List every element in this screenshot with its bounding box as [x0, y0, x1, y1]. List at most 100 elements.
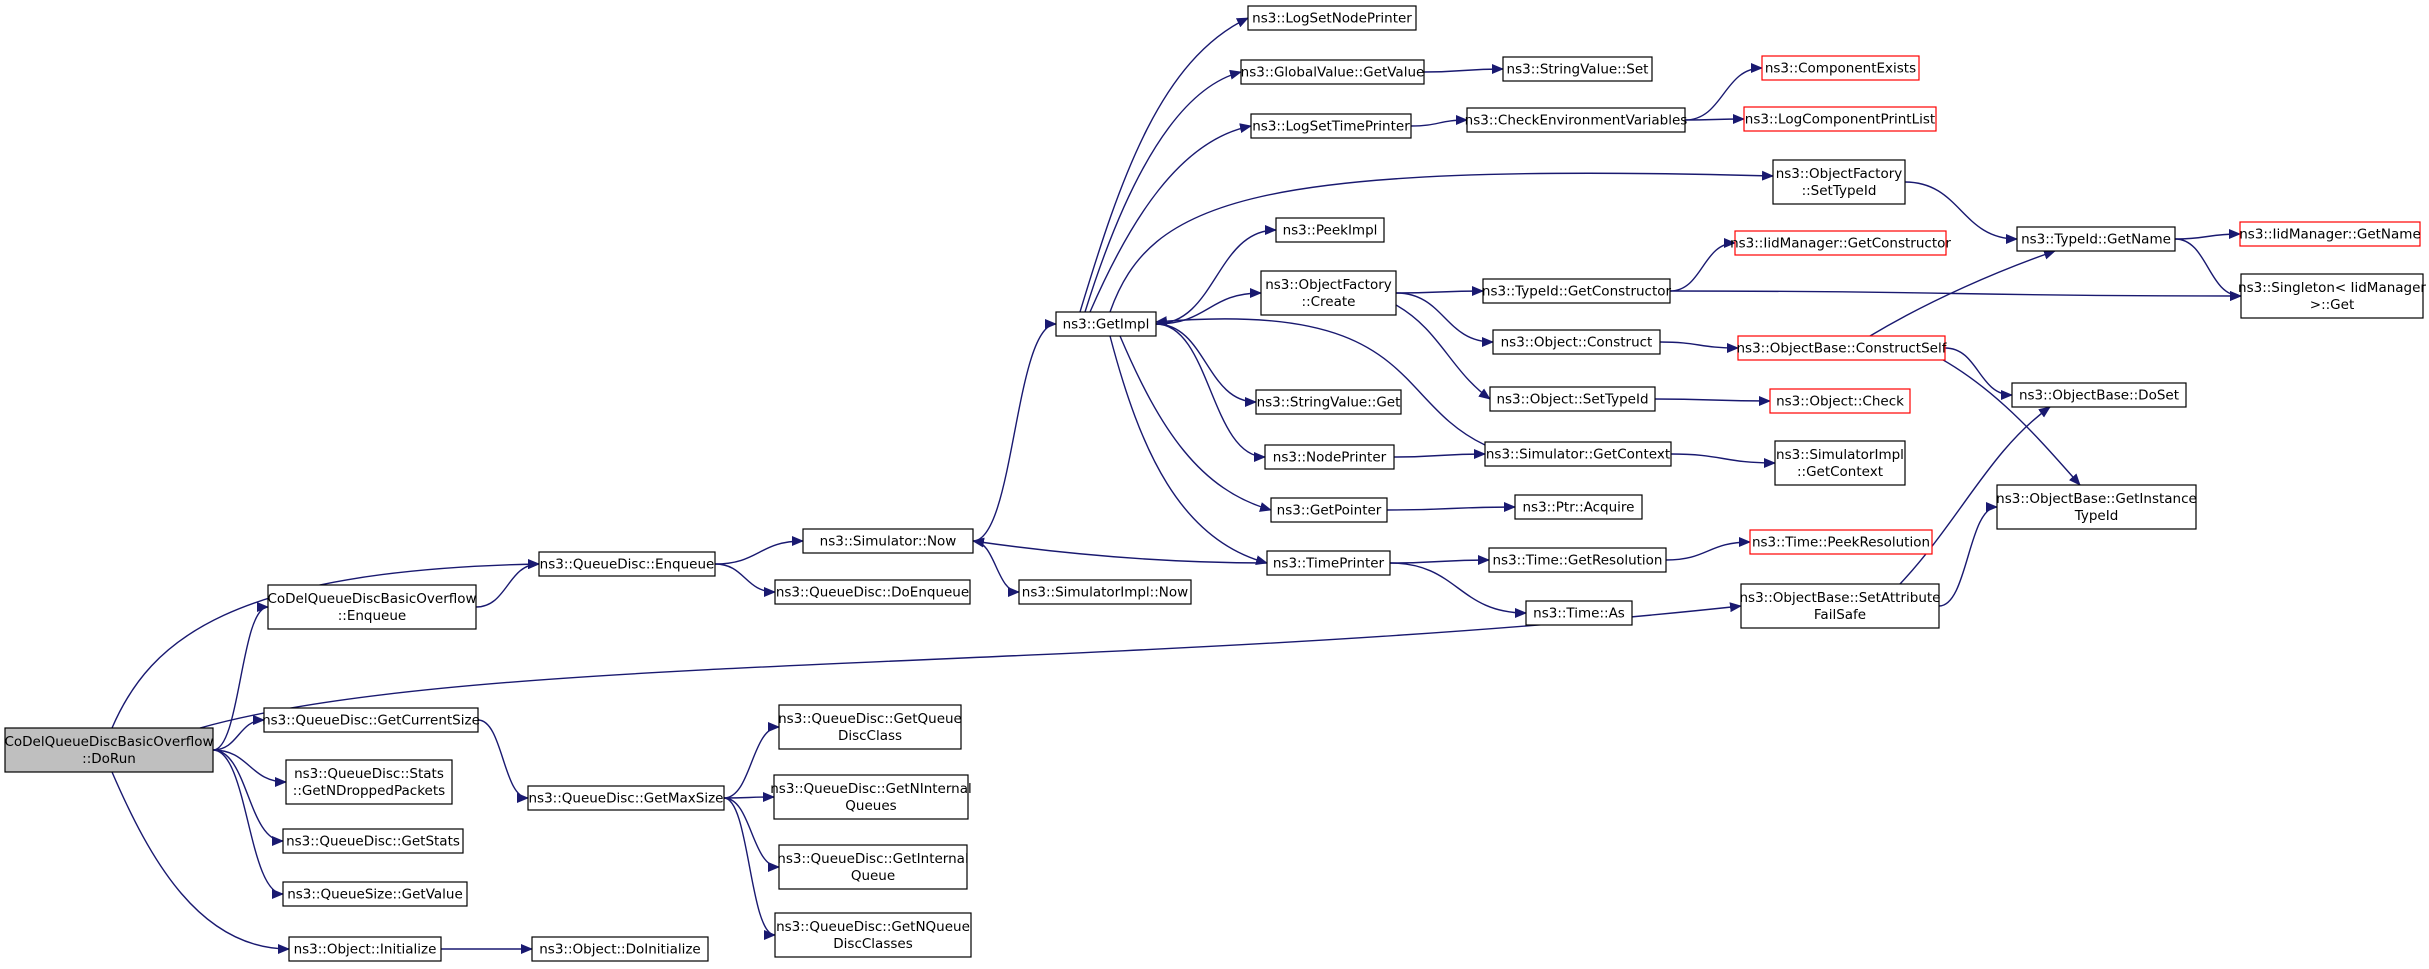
node-label: ns3::GetImpl [1063, 317, 1150, 333]
node-box [2011, 382, 2187, 408]
node-label: ns3::Ptr::Acquire [1523, 500, 1635, 516]
node-box [1525, 600, 1633, 626]
node-node-printer[interactable]: ns3::NodePrinter [1264, 444, 1395, 470]
node-box [288, 936, 442, 962]
edge-get-impl-to-string-value-get [1155, 323, 1257, 407]
node-label: ns3::QueueDisc::Stats [294, 766, 444, 782]
node-get-max-size[interactable]: ns3::QueueDisc::GetMaxSize [527, 785, 725, 811]
node-log-set-time-printer[interactable]: ns3::LogSetTimePrinter [1250, 113, 1412, 139]
edge-time-getresolution-to-time-peekresolution [1665, 537, 1751, 561]
edge-time-printer-to-time-as [1389, 562, 1527, 618]
call-edges [111, 17, 2242, 954]
node-box [4, 727, 214, 773]
edge-get-current-size-to-get-max-size [477, 719, 529, 803]
node-box [1055, 311, 1157, 337]
node-root[interactable]: CoDelQueueDiscBasicOverflow::DoRun [4, 727, 214, 773]
node-queuesize-getvalue[interactable]: ns3::QueueSize::GetValue [282, 881, 468, 907]
node-global-value-get[interactable]: ns3::GlobalValue::GetValue [1240, 59, 1425, 85]
node-box [538, 551, 716, 577]
node-typeid-getname[interactable]: ns3::TypeId::GetName [2016, 226, 2176, 252]
node-box [1270, 497, 1388, 523]
node-time-getresolution[interactable]: ns3::Time::GetResolution [1488, 547, 1667, 573]
node-label: ns3::TypeId::GetConstructor [1482, 284, 1672, 300]
node-label: ns3::ComponentExists [1765, 61, 1916, 77]
node-label: ns3::ObjectBase::SetAttribute [1740, 590, 1941, 606]
node-label: ns3::SimulatorImpl::Now [1022, 585, 1188, 601]
node-box [2239, 221, 2421, 247]
node-objectbase-doset[interactable]: ns3::ObjectBase::DoSet [2011, 382, 2187, 408]
node-label: ns3::CheckEnvironmentVariables [1465, 113, 1688, 129]
node-box [2240, 273, 2424, 319]
node-objectbase-constructself[interactable]: ns3::ObjectBase::ConstructSelf [1737, 335, 1948, 361]
node-simulatorimpl-getcontext[interactable]: ns3::SimulatorImpl::GetContext [1774, 440, 1906, 486]
node-box [285, 759, 453, 805]
node-label: ns3::Object::Check [1776, 394, 1904, 410]
node-box [1260, 270, 1397, 316]
edge-root-to-objectbase-setattributefailsafe [199, 602, 1742, 729]
node-box [1492, 329, 1661, 355]
node-get-current-size[interactable]: ns3::QueueDisc::GetCurrentSize [262, 707, 480, 733]
node-do-enqueue[interactable]: ns3::QueueDisc::DoEnqueue [774, 579, 971, 605]
node-object-doinitialize[interactable]: ns3::Object::DoInitialize [531, 936, 709, 962]
node-component-exists[interactable]: ns3::ComponentExists [1761, 55, 1920, 81]
node-string-value-set[interactable]: ns3::StringValue::Set [1502, 56, 1653, 82]
node-iidmanager-getname[interactable]: ns3::IidManager::GetName [2239, 221, 2421, 247]
node-label: ns3::Time::PeekResolution [1752, 535, 1930, 551]
node-object-factory-settypeid[interactable]: ns3::ObjectFactory::SetTypeId [1772, 159, 1906, 205]
node-log-set-node-printer[interactable]: ns3::LogSetNodePrinter [1247, 5, 1417, 31]
node-object-initialize[interactable]: ns3::Object::Initialize [288, 936, 442, 962]
edge-time-printer-to-simulator-now [972, 537, 1268, 564]
node-log-component-print-list[interactable]: ns3::LogComponentPrintList [1743, 106, 1937, 132]
node-label: ns3::LogSetNodePrinter [1252, 11, 1412, 27]
node-box [1740, 583, 1940, 629]
node-time-as[interactable]: ns3::Time::As [1525, 600, 1633, 626]
node-overflow-enqueue[interactable]: CoDelQueueDiscBasicOverflow::Enqueue [267, 584, 477, 630]
node-iidmanager-getconstructor[interactable]: ns3::IidManager::GetConstructor [1730, 230, 1951, 256]
node-peek-impl[interactable]: ns3::PeekImpl [1275, 217, 1385, 243]
node-get-impl[interactable]: ns3::GetImpl [1055, 311, 1157, 337]
node-stats-dropped[interactable]: ns3::QueueDisc::Stats::GetNDroppedPacket… [285, 759, 453, 805]
node-box [282, 881, 468, 907]
edge-typeid-getname-to-singleton-get [2174, 238, 2242, 301]
node-get-stats[interactable]: ns3::QueueDisc::GetStats [282, 828, 464, 854]
node-enqueue[interactable]: ns3::QueueDisc::Enqueue [538, 551, 716, 577]
edge-get-impl-to-node-printer [1155, 323, 1266, 462]
node-singleton-get[interactable]: ns3::Singleton< IidManager>::Get [2238, 273, 2426, 319]
edge-time-printer-to-time-getresolution [1389, 555, 1490, 566]
node-box [773, 774, 969, 820]
node-time-printer[interactable]: ns3::TimePrinter [1266, 550, 1391, 576]
node-simulator-now[interactable]: ns3::Simulator::Now [802, 528, 974, 554]
node-typeid-getconstructor[interactable]: ns3::TypeId::GetConstructor [1482, 278, 1672, 304]
edge-root-to-object-initialize [111, 771, 290, 954]
node-object-settypeid[interactable]: ns3::Object::SetTypeId [1489, 386, 1656, 412]
edge-get-pointer-to-ptr-acquire [1386, 502, 1516, 513]
node-ptr-acquire[interactable]: ns3::Ptr::Acquire [1514, 494, 1643, 520]
node-simulator-getcontext[interactable]: ns3::Simulator::GetContext [1484, 441, 1672, 467]
node-label: ns3::SimulatorImpl [1776, 447, 1904, 463]
edge-simulator-now-to-simulatorimpl-now [972, 540, 1020, 597]
node-label: ::Enqueue [338, 608, 406, 624]
node-check-env[interactable]: ns3::CheckEnvironmentVariables [1465, 107, 1688, 133]
edge-root-to-queuesize-getvalue [212, 749, 284, 899]
node-get-pointer[interactable]: ns3::GetPointer [1270, 497, 1388, 523]
node-time-peekresolution[interactable]: ns3::Time::PeekResolution [1749, 529, 1933, 555]
node-box [267, 584, 477, 630]
node-object-construct[interactable]: ns3::Object::Construct [1492, 329, 1661, 355]
node-simulatorimpl-now[interactable]: ns3::SimulatorImpl::Now [1018, 579, 1192, 605]
node-object-check[interactable]: ns3::Object::Check [1769, 388, 1911, 414]
edge-node-printer-to-simulator-getcontext [1393, 449, 1486, 460]
edge-objectbase-setattributefailsafe-to-objectbase-doset [1899, 406, 2051, 585]
node-label: >::Get [2310, 297, 2354, 313]
node-object-factory-create[interactable]: ns3::ObjectFactory::Create [1260, 270, 1397, 316]
node-box [774, 579, 971, 605]
node-label: ns3::TypeId::GetName [2021, 232, 2171, 248]
node-string-value-get[interactable]: ns3::StringValue::Get [1255, 389, 1402, 415]
node-label: ns3::QueueDisc::Enqueue [540, 557, 715, 573]
edge-typeid-getconstructor-to-singleton-get [1669, 290, 2242, 301]
